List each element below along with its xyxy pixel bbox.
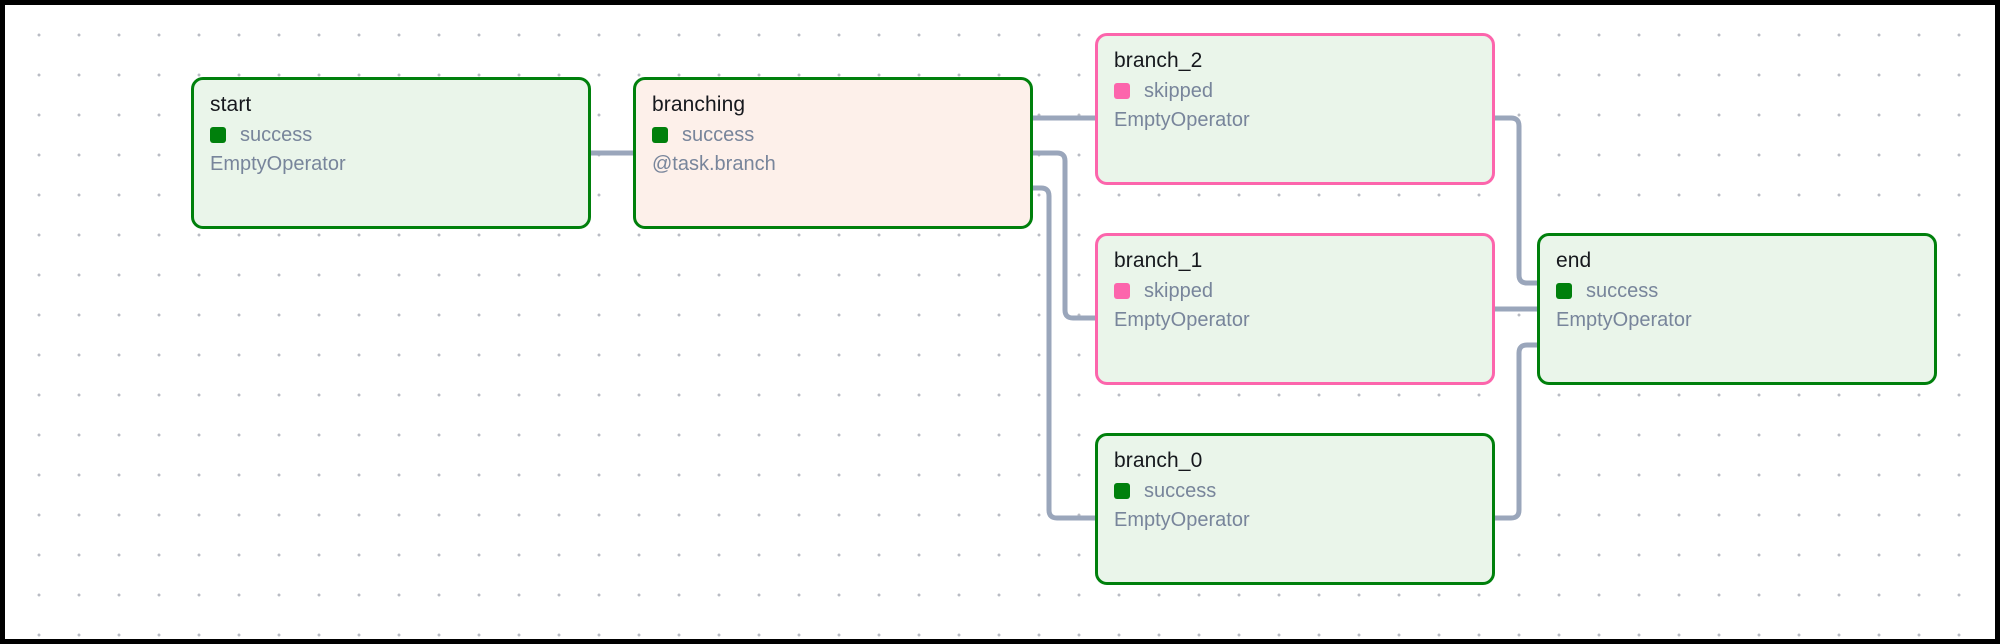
node-title: branching bbox=[652, 93, 746, 116]
node-status-label: skipped bbox=[1144, 280, 1213, 302]
node-title: end bbox=[1556, 249, 1592, 272]
edge-branch_2-end bbox=[1492, 115, 1540, 286]
edge-branching-branch_0 bbox=[1030, 185, 1098, 521]
edge-branch_0-end bbox=[1492, 342, 1540, 521]
dag-node-branching[interactable]: branching success @task.branch bbox=[633, 77, 1033, 229]
dag-node-branch_1[interactable]: branch_1 skipped EmptyOperator bbox=[1095, 233, 1495, 385]
node-status-label: success bbox=[1586, 280, 1659, 302]
node-status: success bbox=[1556, 279, 1918, 303]
node-title: start bbox=[210, 93, 252, 116]
node-status: success bbox=[652, 123, 1014, 147]
edge-branching-branch_1 bbox=[1030, 150, 1098, 321]
node-operator: EmptyOperator bbox=[1114, 509, 1250, 531]
status-success-icon bbox=[210, 127, 226, 143]
node-title: branch_2 bbox=[1114, 49, 1203, 72]
node-status-label: success bbox=[1144, 480, 1217, 502]
status-success-icon bbox=[1556, 283, 1572, 299]
node-status-label: success bbox=[682, 124, 755, 146]
node-operator: @task.branch bbox=[652, 153, 776, 175]
node-operator: EmptyOperator bbox=[210, 153, 346, 175]
node-title: branch_0 bbox=[1114, 449, 1203, 472]
node-operator: EmptyOperator bbox=[1556, 309, 1692, 331]
node-status-label: skipped bbox=[1144, 80, 1213, 102]
status-success-icon bbox=[1114, 483, 1130, 499]
node-status: skipped bbox=[1114, 79, 1476, 103]
dag-graph-canvas[interactable]: start success EmptyOperator branching su… bbox=[5, 5, 1995, 639]
node-status: skipped bbox=[1114, 279, 1476, 303]
status-skipped-icon bbox=[1114, 83, 1130, 99]
node-operator: EmptyOperator bbox=[1114, 109, 1250, 131]
status-success-icon bbox=[652, 127, 668, 143]
status-skipped-icon bbox=[1114, 283, 1130, 299]
dag-node-branch_2[interactable]: branch_2 skipped EmptyOperator bbox=[1095, 33, 1495, 185]
node-status: success bbox=[1114, 479, 1476, 503]
node-operator: EmptyOperator bbox=[1114, 309, 1250, 331]
dag-node-branch_0[interactable]: branch_0 success EmptyOperator bbox=[1095, 433, 1495, 585]
node-status: success bbox=[210, 123, 572, 147]
dag-node-end[interactable]: end success EmptyOperator bbox=[1537, 233, 1937, 385]
node-title: branch_1 bbox=[1114, 249, 1203, 272]
dag-node-start[interactable]: start success EmptyOperator bbox=[191, 77, 591, 229]
node-status-label: success bbox=[240, 124, 313, 146]
